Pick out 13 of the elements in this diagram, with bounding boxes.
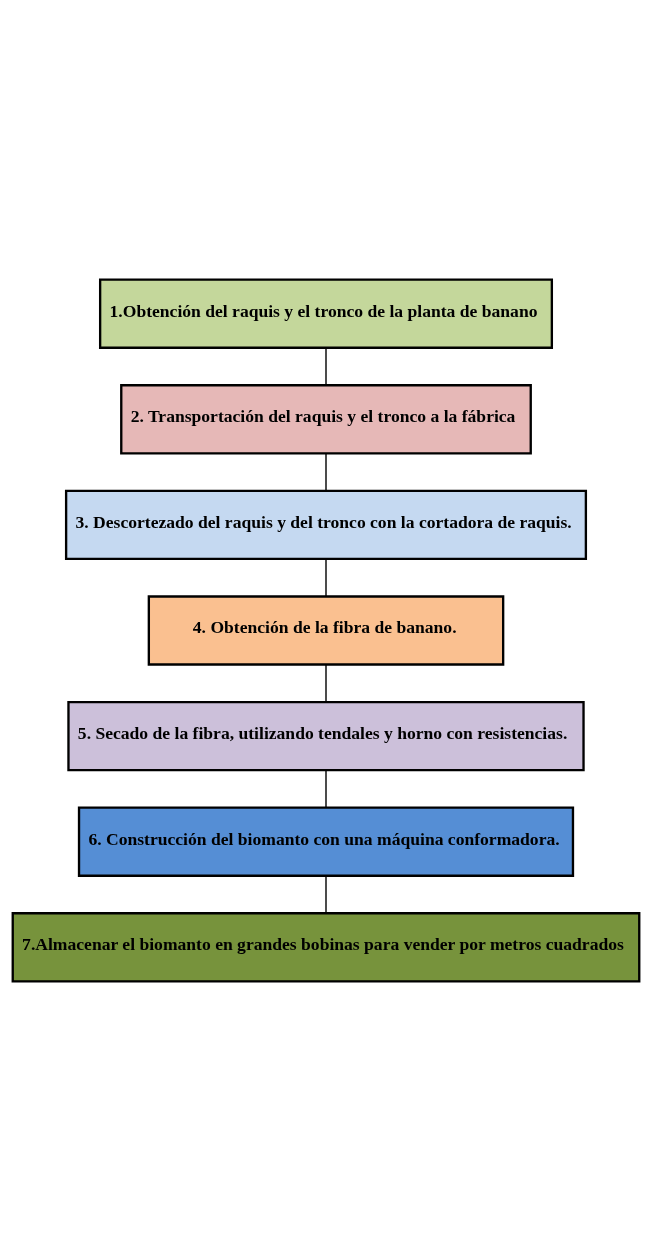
connector (325, 663, 327, 702)
connector (325, 769, 327, 808)
connector (325, 452, 327, 491)
node-box: 6. Construcción del biomanto con una máquina conformadora. (77, 806, 575, 877)
connector (325, 346, 327, 386)
connector (325, 558, 327, 597)
node-box: 2. Transportación del raquis y el tronco a la fábrica (120, 383, 532, 454)
node-box: 3. Descortezado del raquis y del tronco con la cortadora de raquis. (64, 489, 588, 560)
node-box: 5. Secado de la fibra, utilizando tendales y horno con resistencias. (67, 700, 585, 771)
node-box: 7.Almacenar el biomanto en grandes bobinas para vender por metros cuadrados (11, 911, 641, 982)
connector (325, 874, 327, 914)
node-box: 1.Obtención del raquis y el tronco de la planta de banano (98, 278, 554, 349)
node-box: 4. Obtención de la fibra de banano. (147, 594, 505, 666)
